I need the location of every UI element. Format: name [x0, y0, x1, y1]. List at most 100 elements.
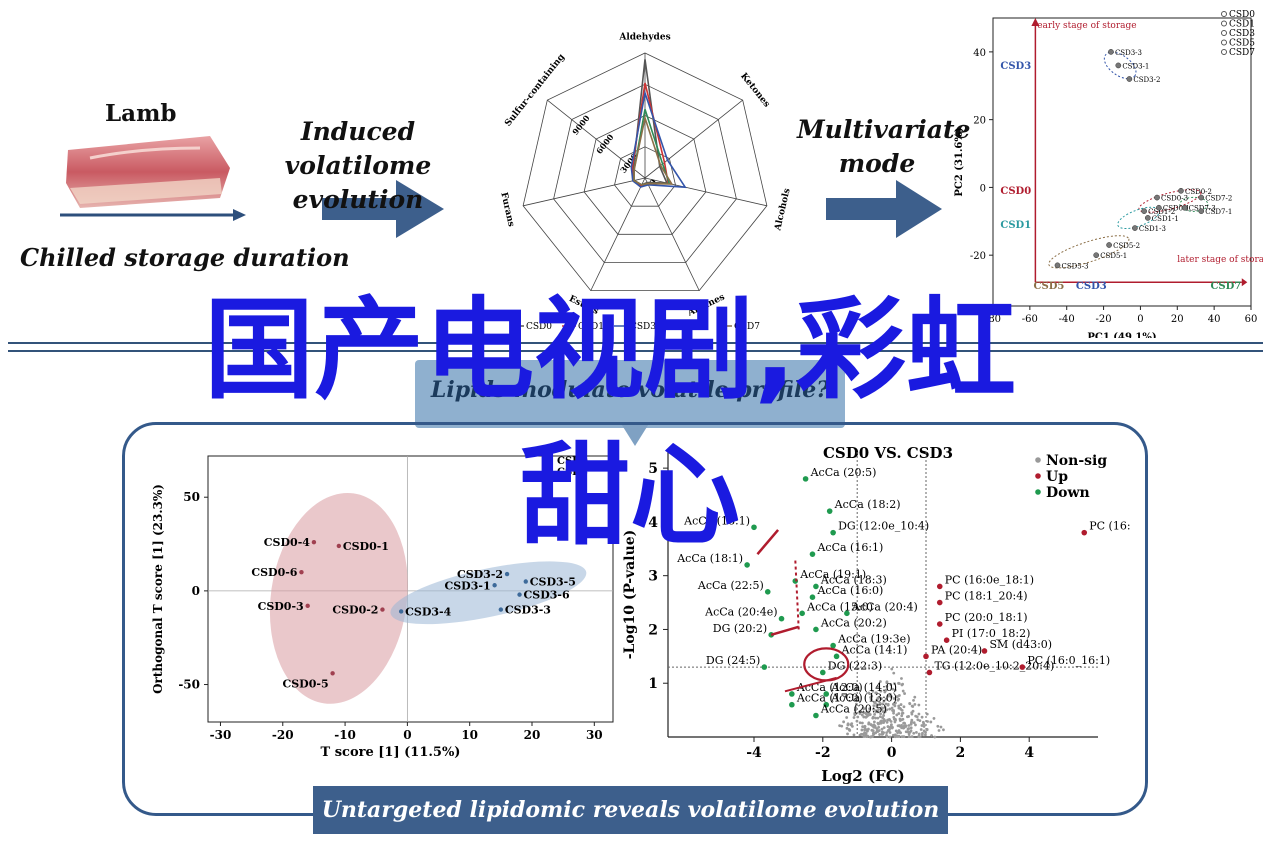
- volcano-nonsig-point: [846, 723, 850, 727]
- volcano-point-down: [830, 642, 836, 649]
- volcano-nonsig-point: [885, 720, 889, 724]
- volcano-nonsig-point: [846, 732, 849, 736]
- question-text: Lipids modulate volatile profile?: [430, 377, 830, 403]
- volcano-point-label: AcCa (20:4e): [704, 606, 777, 619]
- volcano-nonsig-point: [920, 733, 924, 737]
- radar-legend-label: CSD5: [682, 322, 708, 332]
- induced-volatilome-label: Induced volatilome evolution: [284, 117, 432, 214]
- volcano-point-label: AcCa (20:5): [810, 466, 877, 479]
- radar-grid-ring: [522, 52, 768, 292]
- pca-y-tick-label: 20: [973, 116, 986, 127]
- volcano-point-label: AcCa (18:1): [683, 514, 750, 527]
- volcano-point-label: PI (17:0_18:2): [952, 627, 1031, 640]
- volcano-nonsig-point: [882, 714, 886, 717]
- volcano-nonsig-point: [909, 722, 913, 726]
- volcano-nonsig-point: [875, 703, 879, 707]
- radar-axis-label: Furans: [498, 191, 516, 227]
- volcano-y-tick-label: 1: [648, 676, 658, 692]
- volcano-nonsig-point: [910, 735, 914, 739]
- volcano-nonsig-point: [855, 702, 858, 706]
- volcano-nonsig-point: [883, 705, 887, 709]
- volcano-nonsig-point: [886, 725, 890, 728]
- volcano-point-up: [943, 637, 950, 644]
- pca-point: [1106, 242, 1112, 248]
- volcano-nonsig-point: [892, 697, 896, 700]
- volcano-point-label: AcCa (13:0): [830, 692, 897, 705]
- pca-legend-marker: [1221, 39, 1227, 46]
- pca-group-label-csd3: CSD3: [1000, 61, 1031, 72]
- volcano-point-label: PA (20:4): [931, 643, 982, 656]
- volcano-point-down: [789, 701, 795, 708]
- pca-x-tick-label: 0: [1137, 314, 1143, 325]
- opls-x-tick-label: 10: [461, 728, 478, 742]
- volcano-nonsig-point: [838, 724, 842, 728]
- volcano-nonsig-point: [906, 727, 910, 731]
- volcano-point-label: DG (24:5): [706, 654, 760, 667]
- volcano-nonsig-point: [889, 695, 893, 699]
- volcano-point-down: [809, 551, 816, 557]
- volcano-nonsig-point: [900, 723, 903, 727]
- pca-legend-marker: [1221, 11, 1227, 17]
- volcano-nonsig-point: [886, 703, 890, 706]
- volcano-nonsig-point: [872, 707, 875, 711]
- volcano-nonsig-point: [874, 691, 878, 695]
- volcano-nonsig-point: [881, 732, 884, 736]
- opls-x-tick-label: 20: [524, 728, 541, 742]
- pca-legend-label: CSD3: [1229, 29, 1255, 39]
- volcano-nonsig-point: [879, 680, 882, 683]
- volcano-nonsig-point: [900, 714, 904, 718]
- radar-series-CSD7: [633, 114, 674, 186]
- radar-series-CSD3: [630, 89, 687, 189]
- opls-legend-label: CSD0: [557, 456, 588, 467]
- volcano-y-tick-label: 3: [648, 569, 658, 585]
- section-divider: [8, 342, 1263, 352]
- pca-group-label-csd7: CSD7: [1210, 281, 1241, 292]
- pca-point: [1178, 187, 1184, 194]
- opls-x-tick-label: -30: [210, 728, 232, 742]
- pca-later-label: later stage of storage: [1177, 255, 1263, 265]
- pca-point-label: CSD7-1: [1205, 208, 1232, 216]
- volcano-nonsig-point: [926, 720, 929, 723]
- volcano-nonsig-point: [907, 715, 910, 718]
- volcano-nonsig-point: [887, 728, 891, 732]
- opls-point-label: CSD0-4: [264, 536, 310, 549]
- volcano-nonsig-point: [910, 718, 914, 722]
- pca-group-label-csd1: CSD1: [1000, 220, 1031, 231]
- volcano-nonsig-point: [885, 680, 889, 684]
- volcano-nonsig-point: [885, 684, 889, 688]
- volcano-nonsig-point: [921, 720, 925, 724]
- volcano-point-label: PC (16:1e_6:1): [1089, 520, 1130, 533]
- opls-ellipse-csd3: [390, 561, 587, 625]
- opls-point-label: CSD0-3: [258, 600, 304, 613]
- volcano-nonsig-point: [859, 732, 863, 736]
- opls-point-label: CSD3-6: [524, 589, 570, 602]
- pca-ellipse-csd3: [1103, 51, 1137, 80]
- volcano-nonsig-point: [872, 704, 876, 708]
- volcano-nonsig-point: [897, 704, 901, 708]
- volcano-nonsig-point: [866, 729, 869, 733]
- volcano-nonsig-point: [868, 707, 871, 711]
- volcano-point-up: [936, 599, 943, 606]
- pca-point: [1054, 262, 1061, 269]
- volcano-nonsig-point: [879, 689, 883, 693]
- volcano-nonsig-point: [878, 733, 881, 736]
- opls-frame: [207, 455, 614, 723]
- volcano-nonsig-point: [888, 692, 892, 696]
- volcano-nonsig-point: [869, 723, 873, 727]
- pca-point: [1154, 194, 1160, 201]
- volcano-nonsig-point: [922, 725, 926, 728]
- pca-legend-marker: [1221, 20, 1227, 27]
- pca-point-label: CSD5-1: [1100, 252, 1127, 260]
- volcano-nonsig-point: [897, 706, 901, 710]
- volcano-nonsig-point: [858, 721, 862, 725]
- opls-point-label: CSD3-2: [457, 568, 503, 581]
- volcano-nonsig-point: [918, 735, 922, 739]
- volcano-nonsig-point: [879, 712, 883, 716]
- volcano-point-up: [1081, 529, 1088, 536]
- volcano-point-down: [833, 653, 840, 660]
- volcano-nonsig-point: [932, 717, 936, 720]
- pca-point-label: CSD3-1: [1122, 62, 1149, 70]
- opls-point-label: CSD0-5: [282, 677, 328, 690]
- volcano-nonsig-point: [891, 687, 895, 691]
- volcano-nonsig-point: [908, 702, 912, 706]
